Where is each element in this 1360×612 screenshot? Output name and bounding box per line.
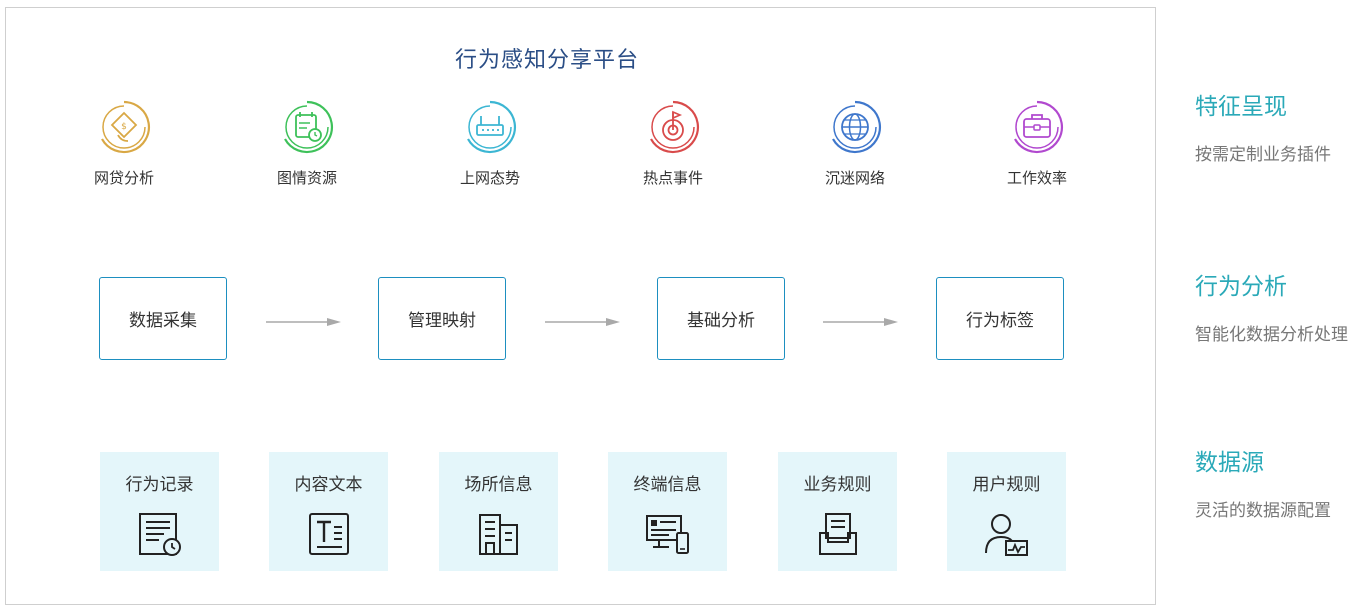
source-label: 用户规则 [972, 475, 1041, 495]
platform-title: 行为感知分享平台 [454, 48, 639, 73]
step-data-collection[interactable]: 数据采集 [99, 277, 227, 360]
arrow-icon [545, 318, 620, 326]
source-user-rules[interactable]: 用户规则 [947, 452, 1066, 571]
source-label: 行为记录 [125, 475, 194, 495]
platform-panel: 行为感知分享平台 $ 网贷分析 图情资源 [5, 7, 1156, 605]
source-venue-info[interactable]: 场所信息 [439, 452, 558, 571]
log-clock-icon [138, 513, 181, 556]
arrow-icon [266, 318, 341, 326]
side-desc-analysis: 智能化数据分析处理 [1195, 325, 1348, 345]
feature-online-status[interactable]: 上网态势 [430, 99, 550, 188]
source-label: 场所信息 [464, 475, 533, 495]
source-terminal-info[interactable]: 终端信息 [608, 452, 727, 571]
calendar-clock-icon [284, 100, 333, 154]
feature-label: 热点事件 [642, 169, 703, 187]
feature-internet-addiction[interactable]: 沉迷网络 [795, 99, 915, 188]
feature-loan-analysis[interactable]: $ 网贷分析 [64, 99, 184, 188]
step-behavior-tags[interactable]: 行为标签 [936, 277, 1064, 360]
step-mapping[interactable]: 管理映射 [378, 277, 506, 360]
briefcase-icon [1014, 100, 1063, 154]
router-icon [467, 100, 516, 154]
source-label: 内容文本 [294, 475, 363, 495]
inbox-rules-icon [818, 513, 857, 555]
source-behavior-records[interactable]: 行为记录 [100, 452, 219, 571]
arrow-icon [823, 318, 898, 326]
hand-money-icon: $ [101, 100, 150, 154]
text-document-icon [308, 513, 349, 555]
building-icon [478, 514, 518, 555]
source-label: 终端信息 [633, 475, 702, 495]
svg-text:$: $ [121, 122, 127, 132]
side-desc-feature: 按需定制业务插件 [1195, 145, 1331, 165]
feature-label: 沉迷网络 [824, 169, 885, 187]
devices-icon [645, 515, 689, 554]
side-desc-datasource: 灵活的数据源配置 [1195, 501, 1331, 521]
feature-work-efficiency[interactable]: 工作效率 [977, 99, 1097, 188]
step-basic-analysis[interactable]: 基础分析 [657, 277, 785, 360]
source-content-text[interactable]: 内容文本 [269, 452, 388, 571]
globe-icon [832, 100, 881, 154]
side-title-feature: 特征呈现 [1195, 94, 1287, 120]
user-chart-icon [984, 514, 1028, 556]
target-flag-icon [650, 100, 699, 154]
feature-label: 网贷分析 [93, 169, 154, 187]
feature-label: 图情资源 [276, 169, 337, 187]
feature-intel-resources[interactable]: 图情资源 [247, 99, 367, 188]
side-title-datasource: 数据源 [1195, 450, 1264, 476]
side-title-analysis: 行为分析 [1195, 274, 1287, 300]
feature-hot-events[interactable]: 热点事件 [613, 99, 733, 188]
feature-label: 工作效率 [1006, 169, 1067, 187]
feature-label: 上网态势 [459, 169, 520, 187]
source-business-rules[interactable]: 业务规则 [778, 452, 897, 571]
source-label: 业务规则 [803, 475, 872, 495]
